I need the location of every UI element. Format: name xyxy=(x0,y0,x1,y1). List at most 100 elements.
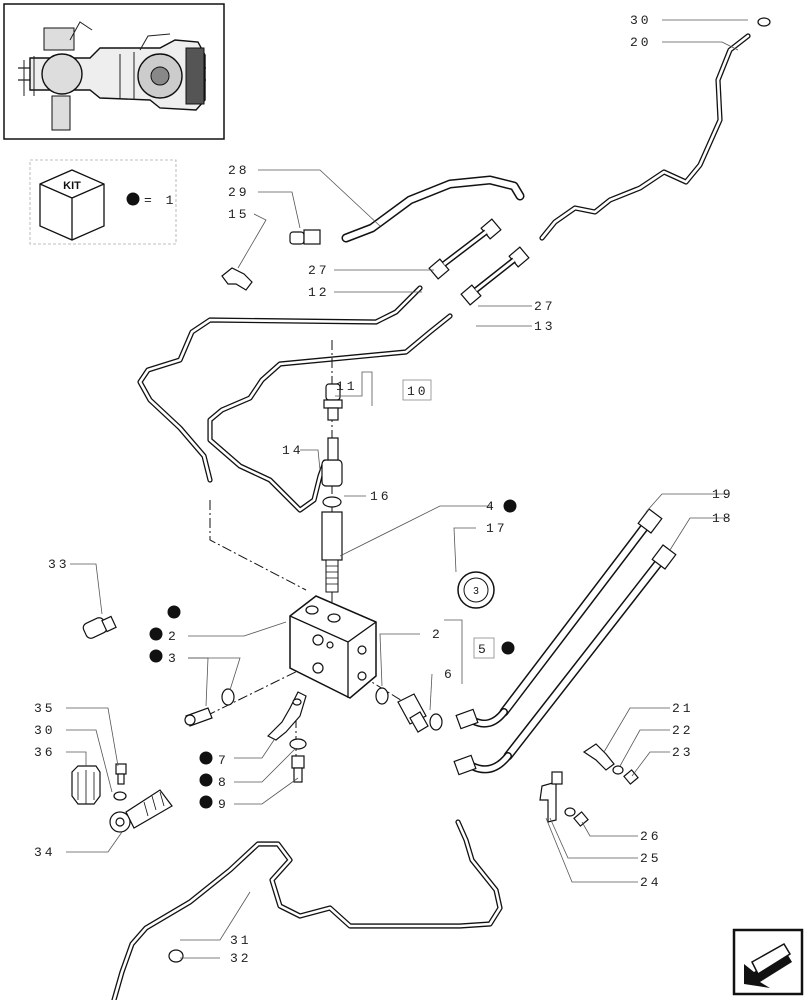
callout-7: 7 xyxy=(218,753,229,768)
callout-30-top: 30 xyxy=(630,13,652,28)
callout-8: 8 xyxy=(218,775,229,790)
bolt-23[interactable] xyxy=(623,769,639,785)
callout-19: 19 xyxy=(712,487,734,502)
callout-26: 26 xyxy=(640,829,662,844)
washer-22[interactable] xyxy=(612,765,624,775)
callout-3: 3 xyxy=(168,651,179,666)
callout-15: 15 xyxy=(228,207,250,222)
bullet-icon xyxy=(149,649,163,663)
callout-22: 22 xyxy=(672,723,694,738)
callout-6: 6 xyxy=(444,667,455,682)
cap-36[interactable] xyxy=(71,765,101,805)
callout-17: 17 xyxy=(486,521,508,536)
callout-labels: 30 20 28 29 15 27 12 27 13 11 10 14 16 4… xyxy=(34,13,734,966)
kit-badge: KIT xyxy=(63,180,81,192)
callout-31: 31 xyxy=(230,933,252,948)
fitting-29[interactable] xyxy=(289,229,321,245)
callout-20: 20 xyxy=(630,35,652,50)
kit-equals: = 1 xyxy=(144,193,176,208)
washer-30[interactable] xyxy=(113,791,127,801)
bullet-icon xyxy=(501,641,515,655)
bullet-icon xyxy=(503,499,517,513)
callout-36: 36 xyxy=(34,745,56,760)
o-ring-32[interactable] xyxy=(168,949,184,963)
clip-15[interactable] xyxy=(221,267,253,291)
sensor-33[interactable] xyxy=(82,615,117,640)
box-5 xyxy=(473,637,495,659)
callout-30-left: 30 xyxy=(34,723,56,738)
bullet-icon xyxy=(199,751,213,765)
pipe-13[interactable] xyxy=(207,313,453,513)
hose-19[interactable] xyxy=(455,508,663,730)
box-10 xyxy=(402,379,432,401)
axle-thumbnail[interactable] xyxy=(3,3,225,140)
callout-13: 13 xyxy=(534,319,556,334)
pipe-bore xyxy=(112,820,502,1000)
leader-lines xyxy=(66,19,748,959)
pipe-outline xyxy=(137,285,423,483)
svg-text:3: 3 xyxy=(473,586,479,597)
callout-33: 33 xyxy=(48,557,70,572)
callout-4: 4 xyxy=(486,499,497,514)
hose-28[interactable] xyxy=(341,175,525,243)
bolt-35[interactable] xyxy=(115,763,127,785)
screw-9[interactable] xyxy=(291,755,305,783)
bullet-icon xyxy=(149,627,163,641)
connector-27-upper[interactable] xyxy=(428,218,502,280)
callout-2-right: 2 xyxy=(432,627,443,642)
callout-27-upper: 27 xyxy=(308,263,330,278)
pipe-bore xyxy=(208,314,452,512)
callout-27-lower: 27 xyxy=(534,299,556,314)
valve-block[interactable] xyxy=(289,595,377,699)
callout-34: 34 xyxy=(34,845,56,860)
bolt-26[interactable] xyxy=(573,811,589,827)
o-ring-2[interactable] xyxy=(375,687,389,705)
pipe-20[interactable] xyxy=(539,33,751,241)
pipe-outline xyxy=(111,819,503,1000)
callout-10: 10 xyxy=(407,384,429,399)
banjo-14[interactable] xyxy=(321,437,343,487)
cap-17[interactable]: 3 xyxy=(457,571,495,609)
callout-5: 5 xyxy=(478,642,489,657)
callout-29: 29 xyxy=(228,185,250,200)
callout-11: 11 xyxy=(336,379,358,394)
callout-2-left: 2 xyxy=(168,629,179,644)
fitting-5[interactable] xyxy=(397,693,429,733)
bullet-icon xyxy=(167,605,181,619)
bracket-7[interactable] xyxy=(266,691,307,741)
next-page-arrow-icon[interactable] xyxy=(732,928,804,996)
washer-2-left[interactable] xyxy=(221,688,235,706)
callout-24: 24 xyxy=(640,875,662,890)
screw-3[interactable] xyxy=(184,707,213,727)
kit-legend: KIT = 1 xyxy=(29,159,177,245)
washer-25[interactable] xyxy=(564,807,576,817)
pipe-31[interactable] xyxy=(111,819,503,1000)
pipe-12[interactable] xyxy=(137,285,423,483)
bullet-icon xyxy=(199,795,213,809)
pipe-outline xyxy=(539,33,751,241)
pipe-bore xyxy=(138,286,422,482)
connector-4[interactable] xyxy=(321,511,343,593)
bracket-21[interactable] xyxy=(582,743,615,771)
o-ring-30-top[interactable] xyxy=(757,17,771,27)
callout-23: 23 xyxy=(672,745,694,760)
o-ring-6[interactable] xyxy=(429,713,443,731)
callout-18: 18 xyxy=(712,511,734,526)
pipe-bore xyxy=(343,177,523,241)
callout-35: 35 xyxy=(34,701,56,716)
bullet-icon xyxy=(126,192,140,206)
bullet-icon xyxy=(199,773,213,787)
callout-21: 21 xyxy=(672,701,694,716)
washer-16[interactable] xyxy=(322,496,342,508)
callout-28: 28 xyxy=(228,163,250,178)
callout-32: 32 xyxy=(230,951,252,966)
callout-25: 25 xyxy=(640,851,662,866)
washer-8[interactable] xyxy=(289,738,307,750)
bracket-24[interactable] xyxy=(539,771,563,823)
callout-9: 9 xyxy=(218,797,229,812)
connector-27-lower[interactable] xyxy=(460,246,530,306)
hose-18[interactable] xyxy=(453,544,677,776)
sensor-34[interactable] xyxy=(109,789,173,833)
pipe-bore xyxy=(540,34,750,240)
